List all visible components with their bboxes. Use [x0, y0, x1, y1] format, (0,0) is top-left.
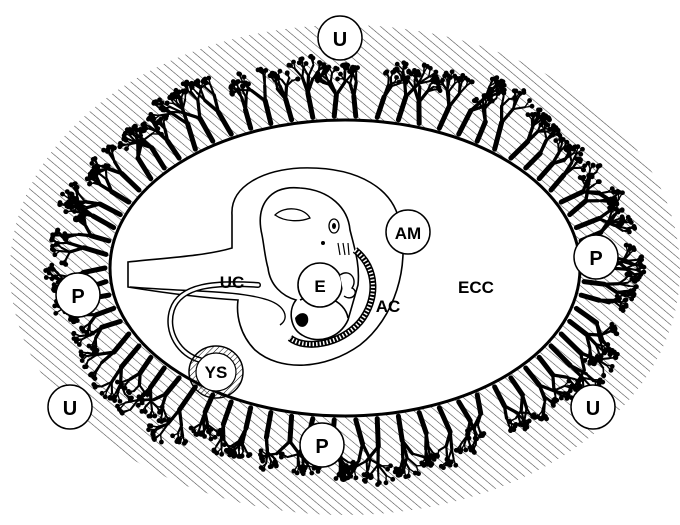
label-u-right: U [571, 385, 615, 429]
svg-text:U: U [63, 398, 77, 420]
svg-text:YS: YS [205, 363, 228, 382]
svg-text:P: P [71, 286, 84, 308]
label-u-top: U [318, 16, 362, 60]
label-ys: YS [205, 363, 228, 382]
svg-text:U: U [333, 29, 347, 51]
svg-text:P: P [315, 436, 328, 458]
label-p-bottom: P [300, 423, 344, 467]
label-p-right: P [574, 235, 618, 279]
svg-text:P: P [589, 248, 602, 270]
label-uc: UC [220, 273, 245, 292]
label-u-left: U [48, 385, 92, 429]
label-p-left: P [56, 273, 100, 317]
label-ac: AC [376, 297, 401, 316]
svg-text:AM: AM [395, 224, 421, 243]
svg-text:U: U [586, 398, 600, 420]
label-ecc: ECC [458, 278, 494, 297]
label-am: AM [386, 210, 430, 254]
label-e: E [314, 277, 325, 296]
